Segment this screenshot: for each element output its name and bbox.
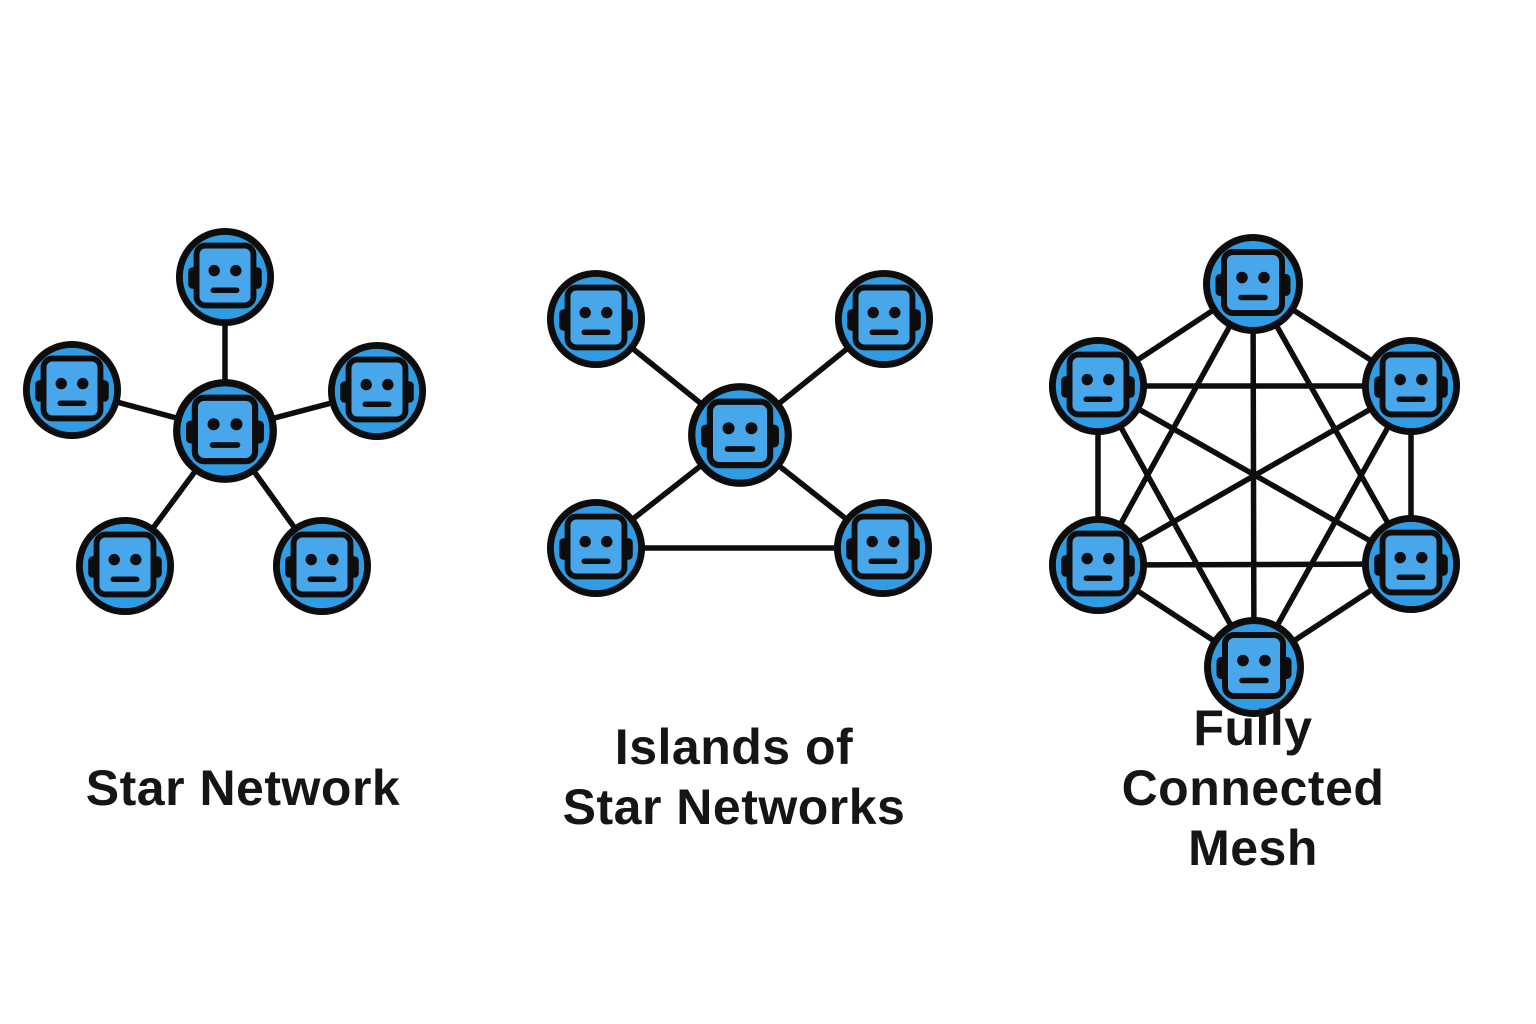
fully-connected-mesh-node-bottom-left <box>1052 519 1143 610</box>
edge-top--bottom-left <box>1095 281 1256 568</box>
fully-connected-mesh-graph <box>1052 238 1456 714</box>
islands-of-star-networks-graph <box>550 273 929 593</box>
star-network-node-bottom-left <box>79 520 170 611</box>
fully-connected-mesh-node-bottom-right <box>1365 518 1456 609</box>
star-network-node-right <box>331 345 422 436</box>
diagram-title-star-network: Star Network <box>85 760 401 816</box>
islands-of-star-networks-node-hub <box>692 387 789 484</box>
islands-of-star-networks-node-top-right <box>838 273 929 364</box>
fully-connected-mesh-node-top-right <box>1365 340 1456 431</box>
diagram-title-islands-of-star-networks: Islands of Star Networks <box>562 719 906 835</box>
edge-top--bottom-right <box>1250 281 1414 567</box>
edge-top-right--bottom <box>1251 383 1414 670</box>
fully-connected-mesh-node-top <box>1207 238 1300 331</box>
star-network-graph <box>26 231 422 611</box>
islands-of-star-networks-node-bottom-left <box>550 502 641 593</box>
edge-top-right--bottom-left <box>1095 383 1414 568</box>
star-network-node-left <box>26 344 117 435</box>
star-network-node-top <box>179 231 270 322</box>
fully-connected-mesh-node-top-left <box>1052 340 1143 431</box>
diagram-title-fully-connected-mesh: Fully Connected Mesh <box>1121 700 1385 876</box>
edge-top-left--bottom <box>1095 383 1257 670</box>
islands-of-star-networks-node-bottom-right <box>837 502 928 593</box>
star-network-node-bottom-right <box>276 520 367 611</box>
star-network-node-hub <box>177 383 274 480</box>
islands-of-star-networks-node-top-left <box>550 273 641 364</box>
edge-bottom-left--bottom-right <box>1095 561 1414 568</box>
